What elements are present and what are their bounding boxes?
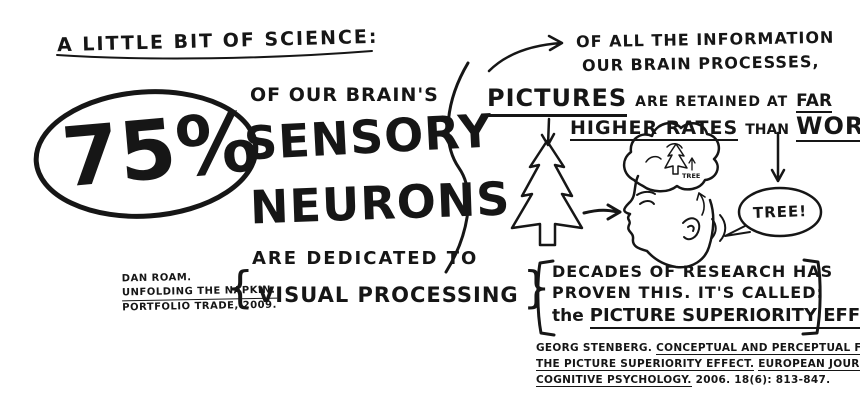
- eye-drawing: [639, 200, 655, 205]
- pictures-statement: PICTURES ARE RETAINED AT FAR: [487, 84, 833, 117]
- brain-tree-icon: [664, 143, 688, 175]
- neurons-label: NEURONS: [249, 171, 512, 235]
- stat-75-percent: 75%: [58, 94, 263, 207]
- effect-name-group: the PICTURE SUPERIORITY EFFECT: [552, 305, 860, 329]
- rates-statement: HIGHER RATES THAN WORDS: [570, 112, 860, 142]
- citation-line-1: GEORG STENBERG. CONCEPTUAL AND PERCEPTUA…: [536, 341, 860, 357]
- the-text: the: [552, 306, 584, 326]
- visual-processing-group: { VISUAL PROCESSING }: [226, 266, 551, 310]
- speech-bubble-text: TREE!: [752, 202, 808, 222]
- info-line-1: OF ALL THE INFORMATION: [575, 27, 835, 52]
- retained-text: ARE RETAINED AT: [635, 94, 789, 110]
- divider-curve: [444, 61, 470, 274]
- sound-waves-icon: [711, 214, 727, 242]
- research-line-2: PROVEN THIS. IT'S CALLED:: [552, 283, 824, 302]
- dan-roam-citation: DAN ROAM. UNFOLDING THE NAPKIN. PORTFOLI…: [122, 270, 277, 316]
- citation-line-2: THE PICTURE SUPERIORITY EFFECT. EUROPEAN…: [536, 357, 860, 373]
- visual-processing-label: VISUAL PROCESSING: [258, 283, 519, 307]
- far-word: FAR: [796, 91, 833, 113]
- close-brace: }: [522, 262, 551, 313]
- head-profile-drawing: [623, 174, 715, 269]
- arrow-pictures-down-icon: [540, 117, 556, 147]
- eyebrow-drawing: [636, 190, 656, 196]
- citation-title-part1: CONCEPTUAL AND PERCEPTUAL FACTORS IN: [656, 342, 860, 355]
- tree-to-head-arrow-icon: [582, 203, 622, 221]
- pine-tree-drawing: [510, 139, 584, 247]
- research-line-1: DECADES OF RESEARCH HAS: [552, 262, 834, 281]
- higher-rates-word: HIGHER RATES: [570, 117, 739, 141]
- speech-bubble-tail: [724, 225, 751, 237]
- citation-title-part2: THE PICTURE SUPERIORITY EFFECT.: [536, 357, 755, 371]
- citation-journal-part1: EUROPEAN JOURNAL OF: [758, 357, 860, 371]
- ear-to-brain-arrow-icon: [696, 192, 706, 216]
- picture-superiority-effect-label: PICTURE SUPERIORITY EFFECT: [589, 305, 860, 329]
- citation-line-3: COGNITIVE PSYCHOLOGY. 2006. 18(6): 813-8…: [536, 373, 860, 389]
- arrow-to-info-icon: [487, 34, 564, 73]
- than-text: THAN: [745, 122, 790, 138]
- of-our-brains-label: OF OUR BRAIN'S: [250, 84, 439, 106]
- brain-fold-lines: [645, 143, 683, 163]
- citation-journal-part2: COGNITIVE PSYCHOLOGY.: [536, 373, 692, 387]
- open-brace: {: [226, 262, 254, 313]
- pictures-word: PICTURES: [487, 84, 628, 117]
- info-line-2: OUR BRAIN PROCESSES,: [581, 51, 820, 76]
- words-word: WORDS: [796, 112, 860, 142]
- citation-details: 2006. 18(6): 813-847.: [695, 373, 831, 386]
- citation-author: GEORG STENBERG.: [536, 342, 653, 354]
- section-heading: A LITTLE BIT OF SCIENCE:: [56, 25, 379, 57]
- brain-tree-pointer-icon: [688, 157, 696, 171]
- ear-drawing: [682, 217, 701, 241]
- brain-tree-label: TREE: [682, 172, 701, 180]
- sensory-label: SENSORY: [242, 103, 494, 171]
- citation-publisher: PORTFOLIO TRADE, 2009.: [122, 299, 277, 314]
- stenberg-citation: GEORG STENBERG. CONCEPTUAL AND PERCEPTUA…: [536, 341, 860, 388]
- dedicated-label: ARE DEDICATED TO: [252, 248, 479, 269]
